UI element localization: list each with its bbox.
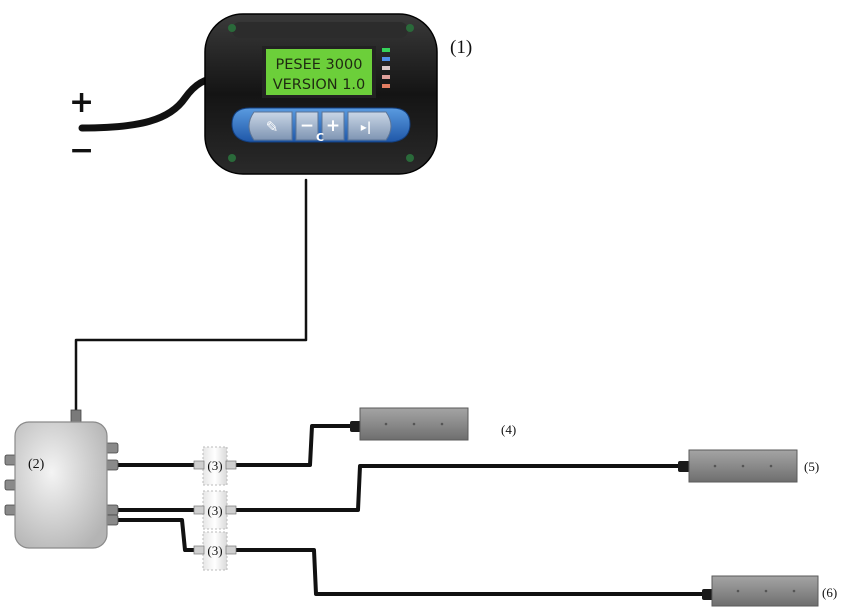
screw-icon [406,154,414,162]
load-cell-6: (6) [702,575,837,607]
power-terminal: + − [69,85,94,168]
connectors: (3) (3) (3) [193,446,237,571]
plus-icon: + [326,116,340,136]
next-icon: ▸| [361,120,371,134]
bolt-icon [769,464,773,468]
indicator-device: PESEE 3000 VERSION 1.0 ✎ − + ▸| C (1) [204,13,472,175]
minus-button[interactable] [295,111,319,141]
status-led-icon [382,48,390,52]
status-led-icon [382,57,390,61]
cable-plug [678,461,690,472]
indicator-signal-cable [74,178,308,412]
connector-3: (3) [193,531,237,571]
c-icon: C [316,131,324,144]
connector-3-to-cell-6-cable [230,548,706,596]
next-button[interactable] [347,111,392,141]
plus-button[interactable] [321,111,345,141]
status-led-icon [382,66,390,70]
status-leds [382,48,390,88]
minus-sign: − [69,133,94,168]
bolt-icon [764,589,768,593]
bolt-icon [736,589,740,593]
minus-icon: − [300,116,314,136]
bolt-icon [713,464,717,468]
connector-plug [225,505,237,515]
plus-sign: + [69,85,94,120]
bolt-icon [792,589,796,593]
connector-label: (3) [207,458,222,473]
bolt-icon [412,422,416,426]
status-led-icon [382,84,390,88]
lcd-line-1: PESEE 3000 [276,57,363,73]
status-led-icon [382,75,390,79]
connector-plug [193,460,205,470]
connector-plug [193,545,205,555]
connector-2-to-cell-5-cable [230,464,684,512]
load-cells: (4) (5) (6) [350,407,837,607]
connector-plug [225,545,237,555]
connector-body [202,490,228,530]
tool-icon: ✎ [266,118,279,136]
connector-plug [193,505,205,515]
junction-box: (2) [4,409,119,549]
cable-plug [702,589,714,600]
load-cell-4: (4) [350,407,516,441]
load-cell-label: (4) [501,422,516,437]
junction-box-label: (2) [28,457,45,472]
load-cell-label: (5) [804,459,819,474]
bolt-icon [741,464,745,468]
tool-button[interactable] [248,111,293,141]
junction-box-body [14,421,108,549]
load-cell-5: (5) [678,449,819,483]
box-to-connector-3-cable [114,518,198,552]
connector-2: (3) [193,490,237,530]
screw-icon [228,154,236,162]
connector-1: (3) [193,446,237,486]
cable-plug [350,421,362,432]
indicator-label: (1) [450,37,472,58]
screw-icon [228,24,236,32]
bolt-icon [440,422,444,426]
power-cable [78,74,224,132]
lcd-screen [266,49,372,95]
indicator-housing-top-band [232,22,408,38]
connector-plug [225,460,237,470]
connector-1-to-cell-4-cable [230,424,356,467]
screw-icon [406,24,414,32]
connector-label: (3) [207,503,222,518]
connector-body [202,446,228,486]
lcd-line-2: VERSION 1.0 [273,77,366,93]
bolt-icon [384,422,388,426]
load-cell-label: (6) [822,585,837,600]
connector-label: (3) [207,543,222,558]
